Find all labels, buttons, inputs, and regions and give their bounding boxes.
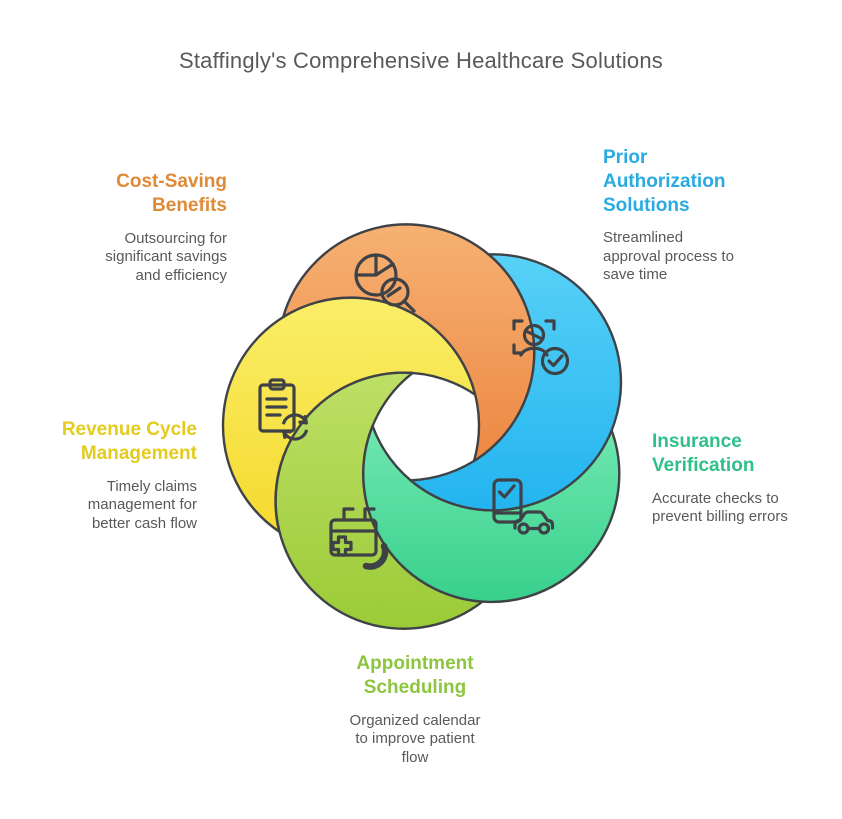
pie-chart-magnifier-icon <box>354 253 416 313</box>
segment-description: Streamlined approval process to save tim… <box>603 229 734 284</box>
patient-scan-approval-icon <box>512 319 570 376</box>
segment-appointment-scheduling: Appointment Scheduling Organized calenda… <box>320 652 510 767</box>
segment-heading: Prior Authorization Solutions <box>603 147 726 216</box>
clipboard-refresh-icon <box>258 378 308 441</box>
insurance-card-vehicle-icon <box>492 478 555 535</box>
page-title: Staffingly's Comprehensive Healthcare So… <box>178 48 663 73</box>
segment-description: Outsourcing for significant savings and … <box>105 229 227 284</box>
segment-heading: Insurance Verification <box>652 431 755 476</box>
segment-prior-authorization: Prior Authorization Solutions Streamline… <box>603 146 768 285</box>
segment-description: Timely claims management for better cash… <box>87 477 197 532</box>
calendar-phone-icon <box>329 507 389 570</box>
segment-cost-saving-benefits: Cost-Saving Benefits Outsourcing for sig… <box>37 170 227 285</box>
segment-description: Organized calendar to improve patient fl… <box>349 711 481 766</box>
segment-heading: Revenue Cycle Management <box>61 419 197 464</box>
segment-heading: Cost-Saving Benefits <box>116 171 227 216</box>
petal-cost-saving <box>282 223 536 463</box>
segment-revenue-cycle-management: Revenue Cycle Management Timely claims m… <box>7 418 197 533</box>
segment-insurance-verification: Insurance Verification Accurate checks t… <box>652 430 832 527</box>
segment-description: Accurate checks to prevent billing error… <box>652 489 788 526</box>
segment-heading: Appointment Scheduling <box>356 653 474 698</box>
